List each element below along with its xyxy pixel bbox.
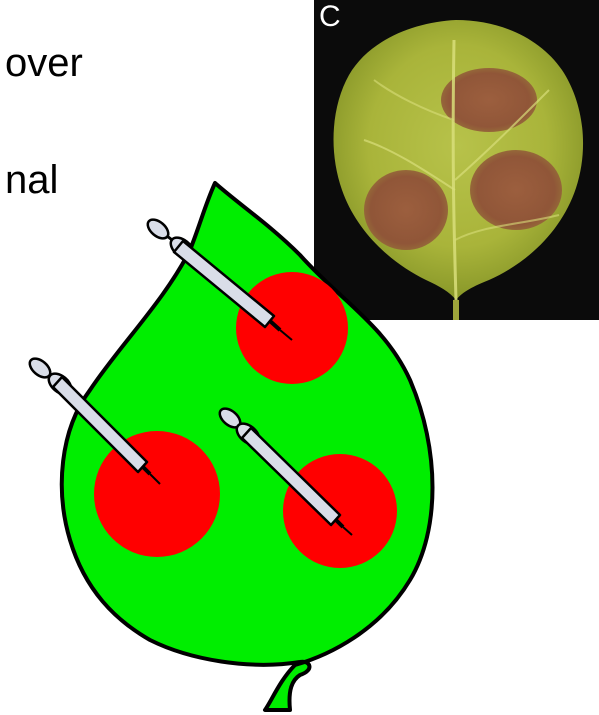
infiltration-spot-top (236, 272, 348, 384)
infiltration-spot-left (94, 431, 220, 557)
infiltration-spot-right (283, 454, 397, 568)
